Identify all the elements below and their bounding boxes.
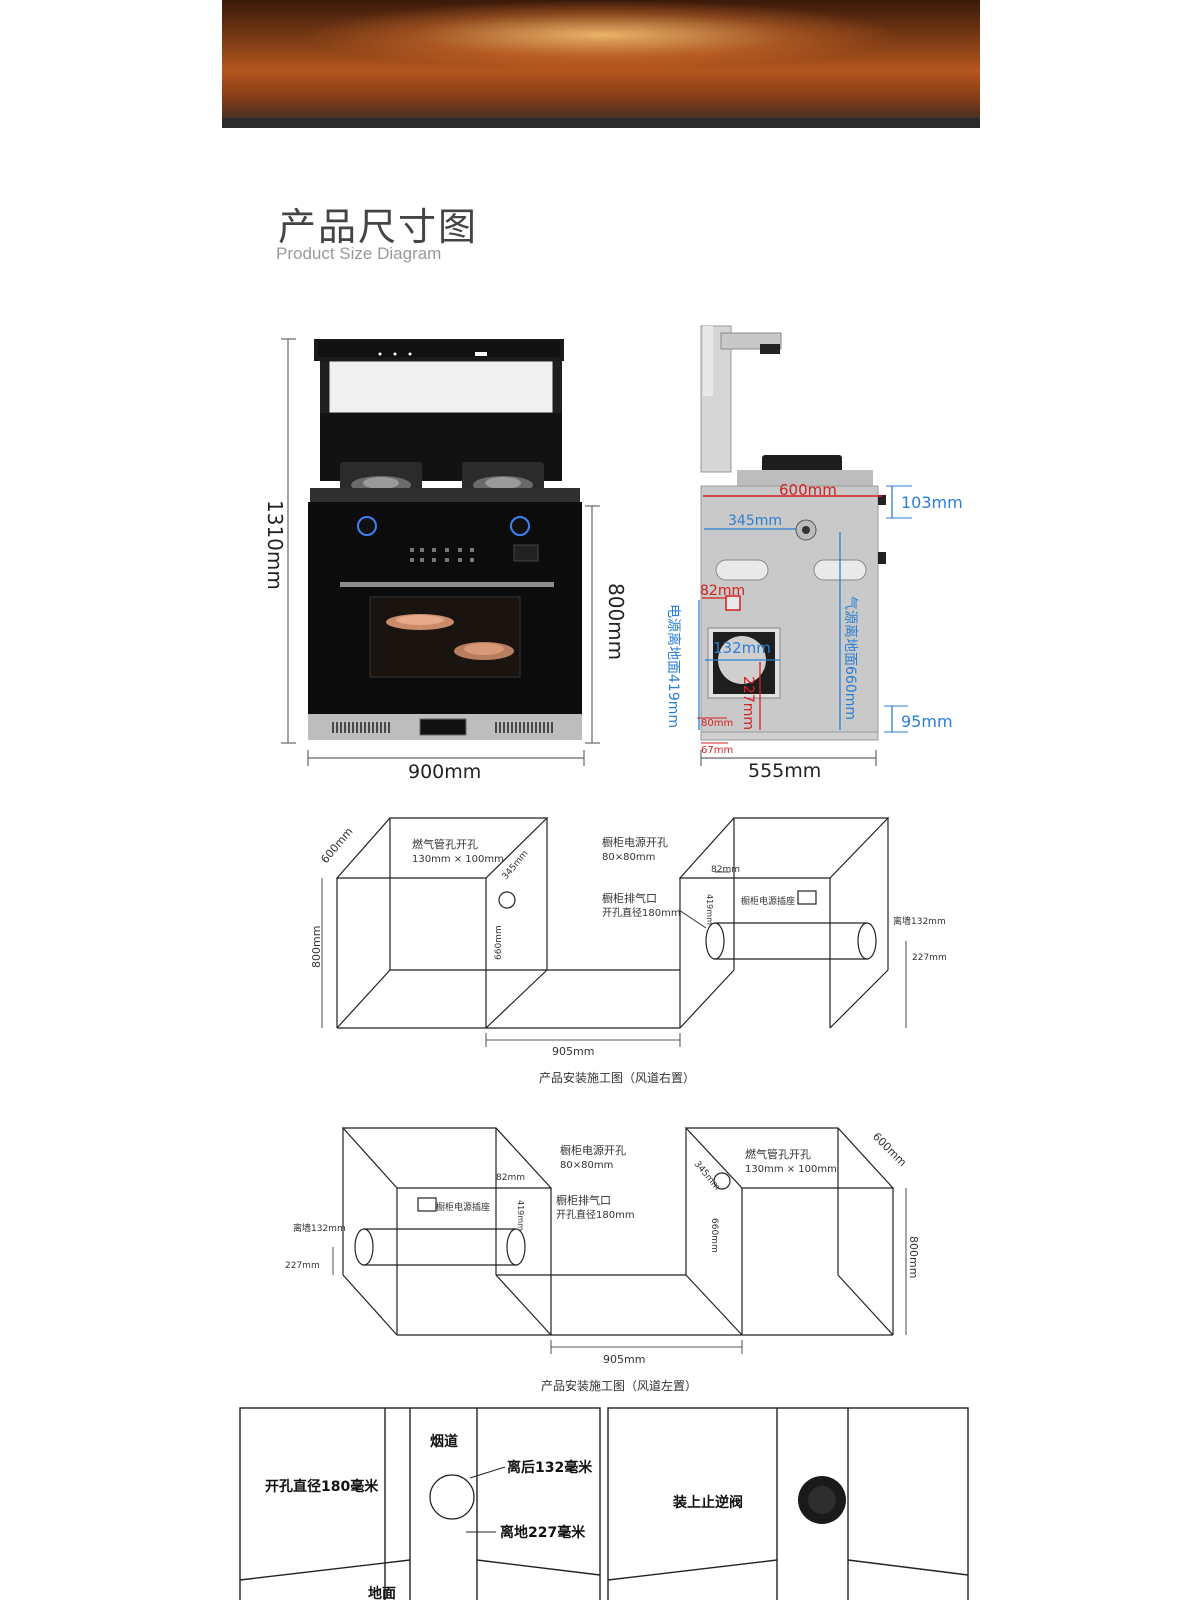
- ir-gas-hole-size: 130mm × 100mm: [412, 854, 504, 865]
- il-socket-label: 橱柜电源插座: [436, 1201, 490, 1213]
- side-power-height-label: 电源离地面419mm: [665, 604, 682, 728]
- il-exhaust-title: 橱柜排气口: [556, 1193, 611, 1207]
- side-vent-dia-label: 132mm: [713, 639, 771, 657]
- left-knob: [357, 516, 377, 536]
- side-gas-height-label: 气源离地面660mm: [842, 596, 859, 720]
- ir-exhaust-size: 开孔直径180mm: [602, 906, 681, 919]
- il-gas-hole-title: 燃气管孔开孔: [745, 1147, 811, 1161]
- side-top-gap-label: 103mm: [901, 493, 963, 512]
- oven-rim: [222, 118, 980, 128]
- il-offset-82: 82mm: [496, 1173, 525, 1183]
- install-right-labels: 600mm 燃气管孔开孔 130mm × 100mm 345mm 800mm 6…: [310, 825, 947, 1085]
- side-power-socket: [725, 595, 741, 611]
- ir-gas-hole-title: 燃气管孔开孔: [412, 837, 478, 851]
- ir-depth-600: 600mm: [318, 825, 355, 866]
- side-bottom-gap-label: 95mm: [901, 712, 953, 731]
- side-bottom-80-label: 80mm: [701, 718, 733, 729]
- il-wall-132: 离墙132mm: [293, 1222, 346, 1234]
- ir-height-227: 227mm: [912, 953, 947, 963]
- section-title: 产品尺寸图: [278, 205, 479, 249]
- side-vent-height-label: 227mm: [740, 676, 756, 730]
- duct-panel-left: [239, 1407, 601, 1600]
- dpl-back-label: 离后132毫米: [507, 1459, 593, 1476]
- hood-right-post: [553, 361, 562, 413]
- front-view: 1310mm: [263, 338, 628, 783]
- ir-power-hole-title: 橱柜电源开孔: [602, 835, 668, 849]
- il-depth-600: 600mm: [870, 1130, 909, 1169]
- section-subtitle: Product Size Diagram: [276, 244, 442, 263]
- duct-panel-right: [607, 1407, 969, 1600]
- ir-power-hole-size: 80×80mm: [602, 852, 655, 863]
- side-view: 600mm 103mm 345mm 82mm 电源离地面419mm 气源离地面6…: [665, 325, 963, 782]
- ir-offset-345: 345mm: [501, 849, 531, 882]
- il-gas-hole-size: 130mm × 100mm: [745, 1164, 837, 1175]
- cooktop-surface: [310, 488, 580, 502]
- il-offset-345: 345mm: [692, 1160, 722, 1193]
- right-knob: [510, 516, 530, 536]
- oven-handle: [340, 582, 554, 587]
- ir-power-419: 419mm: [705, 894, 714, 925]
- oven-interior-photo: [222, 0, 980, 128]
- front-width-label: 900mm: [408, 761, 481, 783]
- il-height-800: 800mm: [907, 1236, 920, 1278]
- dpr-valve-label: 装上止逆阀: [672, 1494, 743, 1511]
- oven-window: [369, 596, 521, 678]
- hood-glass-window: [328, 360, 554, 414]
- hood-top-panel: [318, 341, 560, 357]
- ir-wall-132: 离墙132mm: [893, 915, 946, 927]
- oven-light-glow: [302, 0, 902, 70]
- dpl-ground-label: 离地227毫米: [500, 1524, 586, 1541]
- ir-socket-label: 橱柜电源插座: [741, 895, 795, 907]
- ir-caption: 产品安装施工图（风道右置）: [539, 1070, 695, 1085]
- dpl-floor-label: 地面: [368, 1585, 396, 1600]
- front-height-total-label: 1310mm: [263, 500, 287, 590]
- side-top-width-label: 600mm: [779, 481, 837, 499]
- dpl-flue-label: 烟道: [430, 1433, 458, 1450]
- install-left-diagram: [332, 1127, 907, 1354]
- il-height-227: 227mm: [285, 1261, 320, 1271]
- side-depth-label: 555mm: [748, 760, 821, 782]
- il-power-419: 419mm: [516, 1200, 525, 1231]
- side-offset-82-label: 82mm: [700, 583, 745, 599]
- il-width-905: 905mm: [603, 1353, 645, 1366]
- ir-height-800: 800mm: [310, 926, 323, 968]
- front-height-body-label: 800mm: [604, 583, 628, 660]
- il-power-hole-title: 橱柜电源开孔: [560, 1143, 626, 1157]
- il-gas-660: 660mm: [709, 1218, 719, 1253]
- base-drawer-slot: [419, 718, 467, 736]
- side-bottom-67-label: 67mm: [701, 745, 733, 756]
- duct-panel-left-labels: 开孔直径180毫米 烟道 离后132毫米 离地227毫米 地面: [265, 1433, 593, 1600]
- il-power-hole-size: 80×80mm: [560, 1160, 613, 1171]
- hood-left-post: [320, 361, 329, 413]
- il-caption: 产品安装施工图（风道左置）: [541, 1378, 697, 1393]
- ir-offset-82: 82mm: [711, 865, 740, 875]
- dpl-hole-label: 开孔直径180毫米: [265, 1478, 379, 1495]
- side-depth-345-label: 345mm: [728, 513, 782, 529]
- install-right-diagram: [321, 817, 907, 1047]
- ir-gas-660: 660mm: [494, 925, 504, 960]
- il-exhaust-size: 开孔直径180mm: [556, 1208, 635, 1221]
- ir-exhaust-title: 橱柜排气口: [602, 891, 657, 905]
- ir-width-905: 905mm: [552, 1045, 594, 1058]
